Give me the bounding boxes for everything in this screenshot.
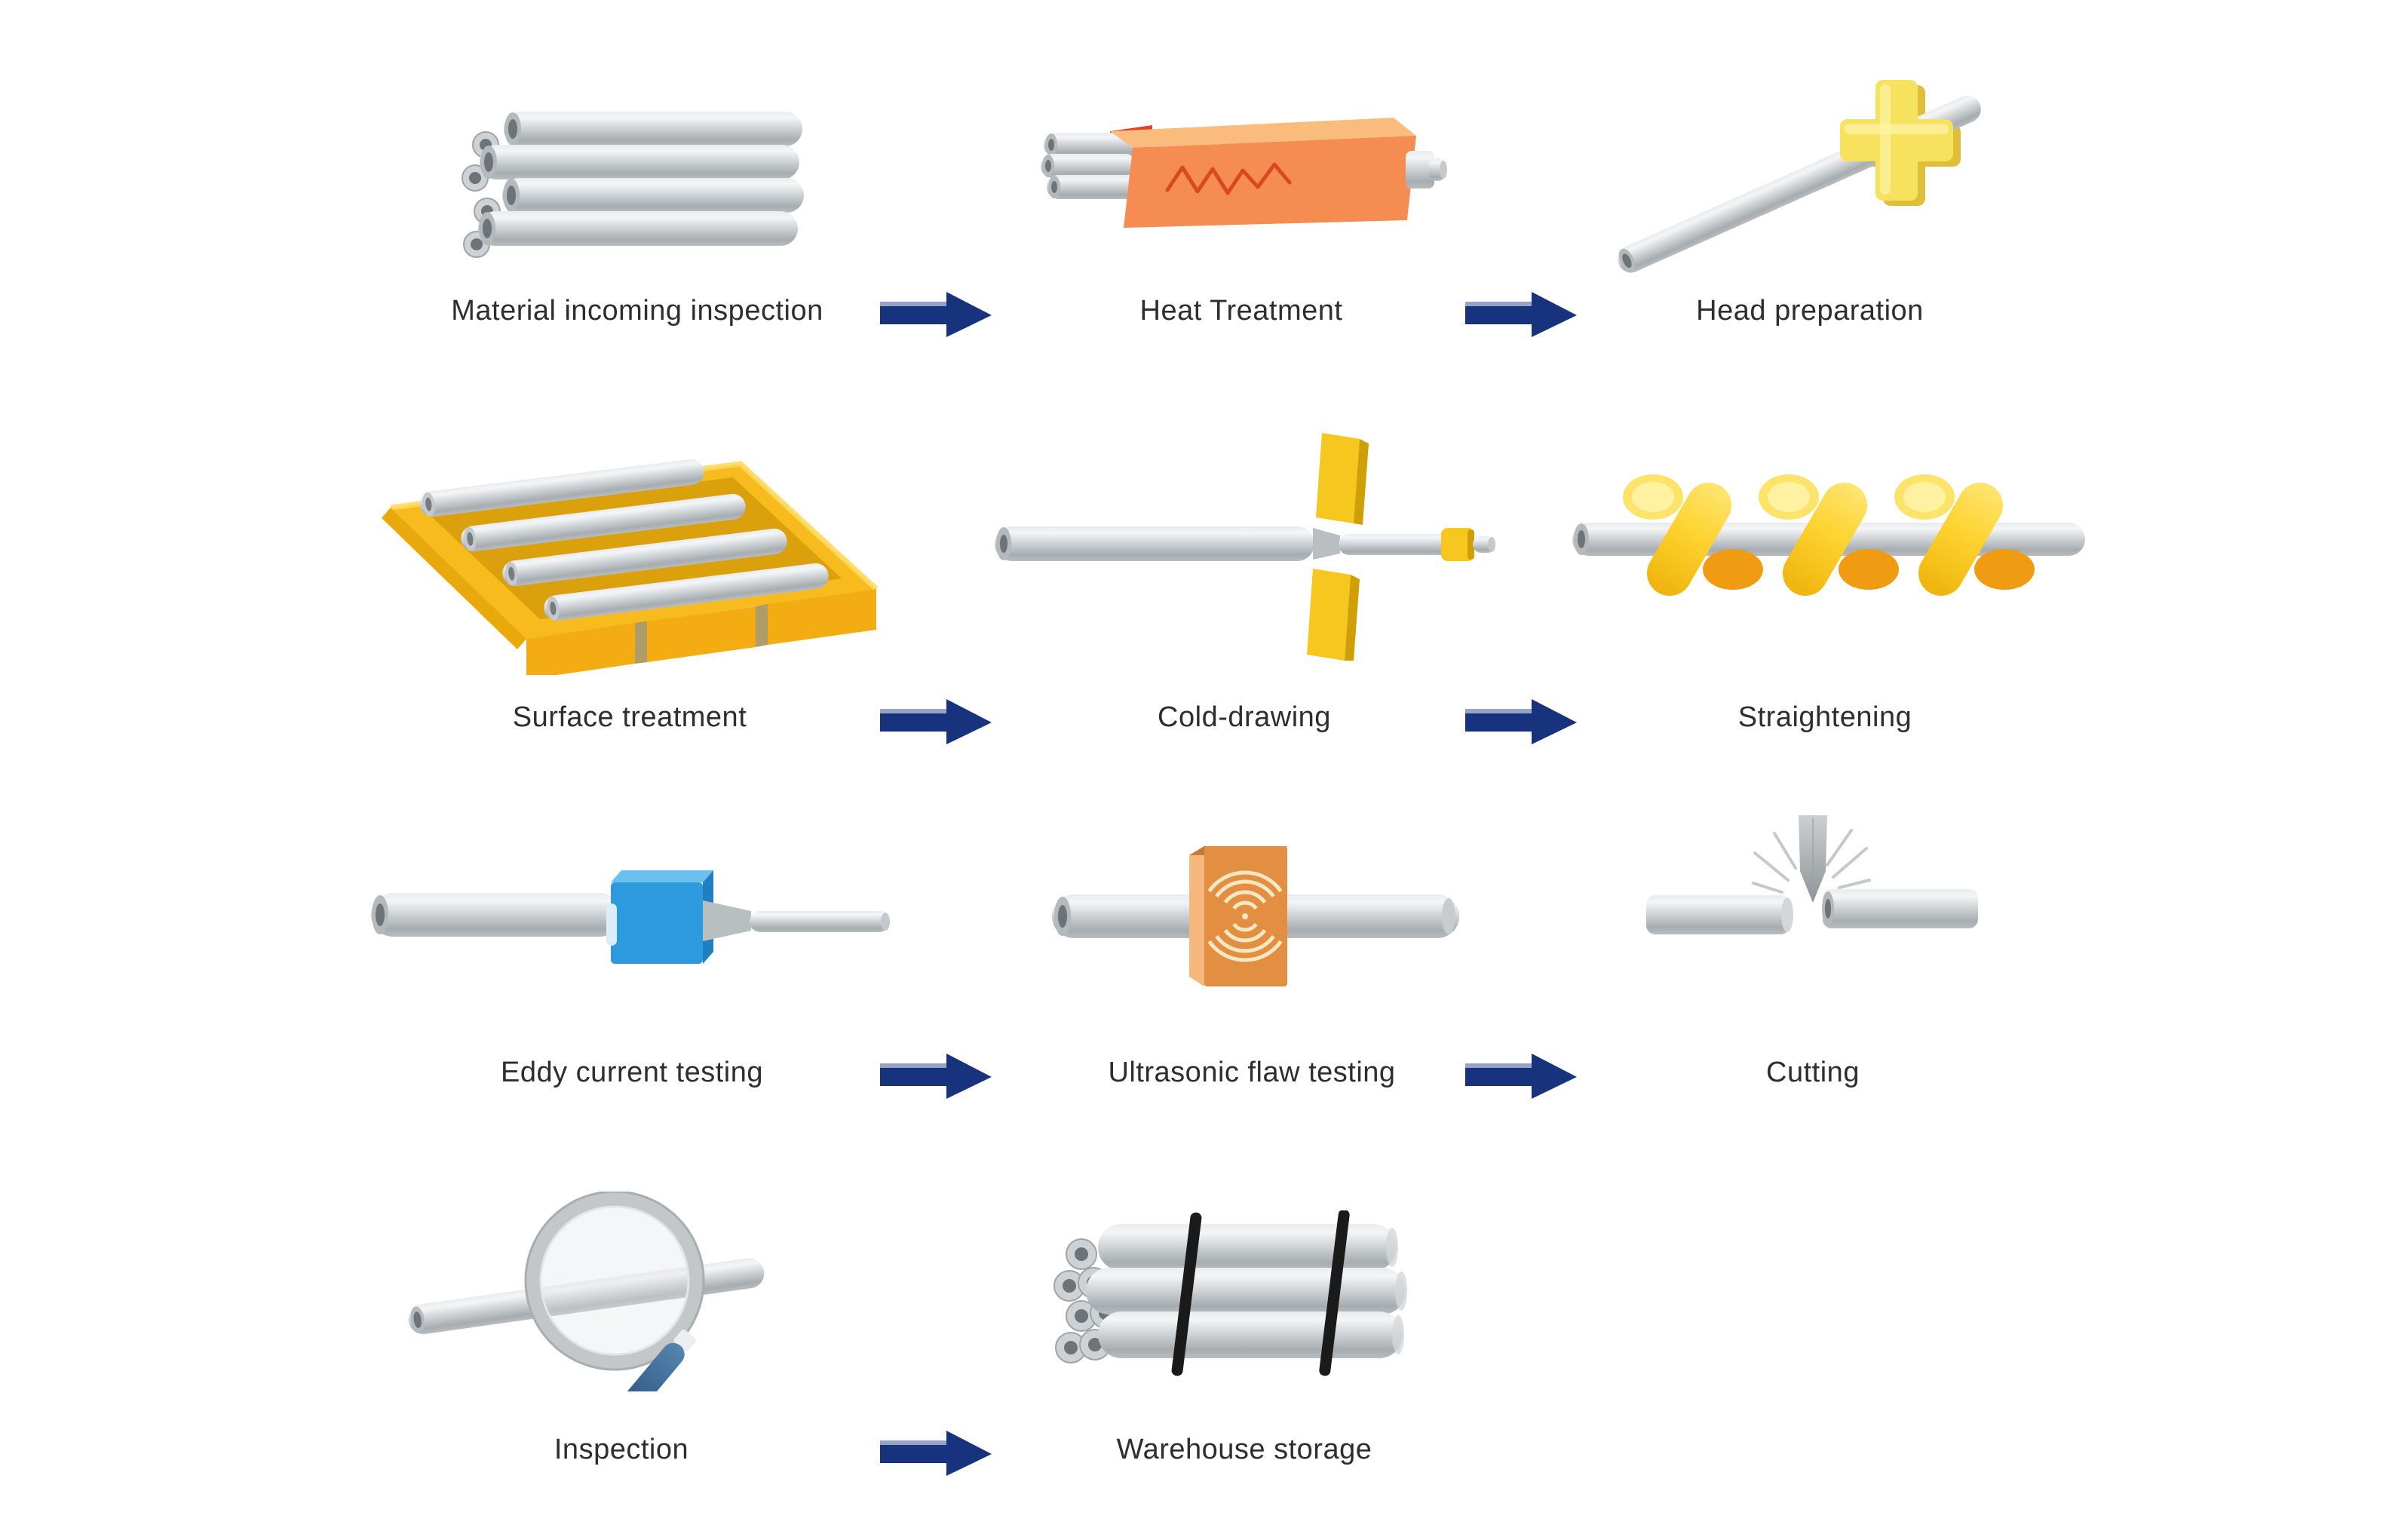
cutting-blade-icon [1646, 815, 1978, 934]
head-preparation-die-icon [1617, 80, 1981, 273]
tube-bundle-icon [462, 112, 804, 258]
strapped-tube-bundle-icon [1053, 1210, 1407, 1376]
spark-lines [1752, 829, 1871, 894]
step-label: Cutting [1766, 1057, 1860, 1088]
step-label: Head preparation [1696, 295, 1924, 327]
flow-arrow [1465, 699, 1577, 744]
surface-treatment-tray-icon [382, 459, 879, 675]
step-label: Ultrasonic flaw testing [1108, 1057, 1396, 1088]
ultrasonic-probe-icon [1052, 846, 1459, 986]
flow-arrow [1465, 1054, 1577, 1099]
step-label: Straightening [1737, 701, 1912, 733]
step-label: Surface treatment [512, 701, 747, 733]
bundle-strap [1319, 1210, 1350, 1376]
bundle-end-openings [1053, 1238, 1121, 1364]
cold-drawing-die-icon [995, 433, 1495, 661]
heat-treatment-furnace-icon [1041, 118, 1447, 228]
flow-arrow [880, 292, 992, 337]
eddy-current-probe-icon [371, 870, 890, 964]
magnifier-handle [621, 1329, 696, 1391]
step-label: Inspection [554, 1434, 689, 1465]
ultrasonic-waves [1207, 870, 1283, 962]
step-label: Heat Treatment [1139, 295, 1343, 327]
step-label: Cold-drawing [1158, 701, 1331, 733]
flow-arrow [880, 1431, 992, 1476]
step-label: Material incoming inspection [451, 295, 823, 327]
flow-arrow [880, 1054, 992, 1099]
step-label: Warehouse storage [1116, 1434, 1372, 1465]
flow-arrow [880, 699, 992, 744]
flow-arrow [1465, 292, 1577, 337]
magnifying-glass-icon [408, 1192, 765, 1391]
bundle-strap [1171, 1212, 1202, 1376]
straightening-rollers-icon [1572, 474, 2085, 597]
step-label: Eddy current testing [501, 1057, 763, 1088]
heating-coil-zigzag [1165, 162, 1292, 195]
